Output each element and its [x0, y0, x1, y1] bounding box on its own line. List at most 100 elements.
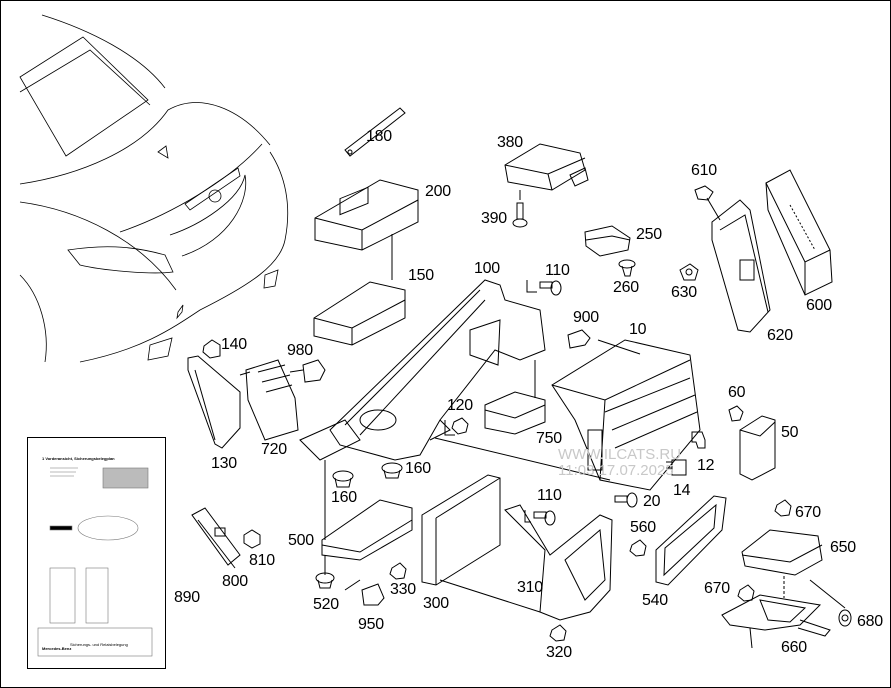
label-160-right: 160	[405, 460, 431, 477]
part-520-clip	[315, 572, 335, 589]
vehicle-outline	[19, 14, 289, 363]
label-14: 14	[673, 482, 691, 499]
car-body-side	[19, 201, 177, 291]
part-890-document: 1 Vorderansicht, Sicherungsbelegplan Mer…	[27, 437, 166, 669]
label-890: 890	[174, 589, 200, 606]
car-reflector	[176, 304, 184, 320]
label-810: 810	[249, 552, 275, 569]
part-110-bolt-top	[526, 280, 562, 296]
label-390: 390	[481, 210, 507, 227]
label-120: 120	[447, 397, 473, 414]
part-320-nut	[549, 624, 567, 642]
document-heading: 1 Vorderansicht, Sicherungsbelegplan	[42, 456, 115, 461]
car-license-lamp	[184, 167, 241, 211]
car-rear-window	[19, 36, 149, 157]
part-250-sensor	[584, 225, 631, 257]
label-500: 500	[288, 532, 314, 549]
part-680-grommet	[838, 609, 852, 627]
part-500-module	[321, 499, 413, 575]
car-taillight	[67, 246, 174, 274]
label-110-top: 110	[545, 262, 570, 279]
label-20: 20	[643, 493, 661, 510]
part-100-bracket	[299, 279, 546, 540]
part-390-bolt	[512, 202, 528, 228]
part-600-unit	[765, 169, 833, 296]
car-trunk-lid	[19, 102, 271, 185]
part-800-holder	[191, 507, 241, 569]
label-380: 380	[497, 134, 523, 151]
part-20-bolt	[614, 492, 638, 508]
document-thumbnail	[37, 467, 153, 657]
part-120-nut	[451, 417, 469, 435]
part-650-module	[741, 529, 823, 598]
document-footer-text: Sicherungs- und Relaisbelegung	[70, 642, 128, 647]
car-rear-bumper	[79, 151, 289, 363]
label-650: 650	[830, 539, 856, 556]
part-630-nut	[679, 263, 699, 281]
label-12: 12	[697, 457, 715, 474]
part-900-label	[567, 329, 591, 349]
label-720: 720	[261, 441, 287, 458]
part-540-unit	[655, 495, 727, 586]
car-trunk-opening	[169, 174, 247, 257]
part-14-relay	[666, 459, 687, 476]
car-logo-icon	[208, 189, 222, 203]
document-footer-brand: Mercedes-Benz	[42, 646, 72, 651]
part-260-clip	[618, 259, 636, 277]
part-160-clip-b	[332, 470, 354, 488]
label-630: 630	[671, 284, 697, 301]
part-150-module	[313, 281, 406, 346]
label-10: 10	[629, 321, 647, 338]
label-600: 600	[806, 297, 832, 314]
label-150: 150	[408, 267, 434, 284]
part-140-nut	[202, 339, 221, 359]
car-rear-window-inner	[19, 49, 151, 106]
label-610: 610	[691, 162, 717, 179]
car-roof-line	[41, 14, 166, 89]
part-180-hole	[347, 149, 353, 155]
part-50-relay	[739, 415, 776, 481]
label-100: 100	[474, 260, 500, 277]
part-12-fuse	[691, 431, 706, 449]
label-670-top: 670	[795, 504, 821, 521]
label-660: 660	[781, 639, 807, 656]
part-660-bracket	[721, 594, 831, 649]
label-300: 300	[423, 595, 449, 612]
label-320: 320	[546, 644, 572, 661]
label-160-left: 160	[331, 489, 357, 506]
part-950-label	[361, 583, 385, 606]
label-330: 330	[390, 581, 416, 598]
part-160-clip-a	[381, 462, 403, 479]
part-330-nut	[389, 562, 407, 580]
label-260: 260	[613, 279, 639, 296]
part-130-bracket	[187, 355, 241, 449]
part-300-unit	[421, 474, 541, 613]
label-200: 200	[425, 183, 451, 200]
label-130: 130	[211, 455, 237, 472]
part-610-nut	[694, 185, 714, 201]
label-560: 560	[630, 519, 656, 536]
label-50: 50	[781, 424, 799, 441]
label-620: 620	[767, 327, 793, 344]
watermark: WWW.ILCATS.RU 11:03 17.07.2025	[558, 447, 681, 479]
part-200-module	[314, 179, 419, 280]
label-250: 250	[636, 226, 662, 243]
label-310: 310	[517, 579, 543, 596]
part-750-module	[484, 360, 546, 435]
label-540: 540	[642, 592, 668, 609]
label-800: 800	[222, 573, 248, 590]
car-trunk-edge	[119, 143, 263, 233]
label-900: 900	[573, 309, 599, 326]
car-exhaust-right	[263, 269, 279, 289]
part-180-strap	[344, 107, 406, 157]
label-750: 750	[536, 430, 562, 447]
part-670-nut-top	[774, 499, 792, 517]
part-310-bracket	[504, 504, 613, 621]
part-980-label	[302, 359, 326, 383]
car-star-emblem	[157, 145, 169, 159]
watermark-timestamp: 11:03 17.07.2025	[558, 461, 674, 479]
part-620-bracket	[711, 199, 771, 333]
label-680: 680	[857, 613, 883, 630]
part-560-nut	[629, 539, 647, 557]
label-60: 60	[728, 384, 746, 401]
